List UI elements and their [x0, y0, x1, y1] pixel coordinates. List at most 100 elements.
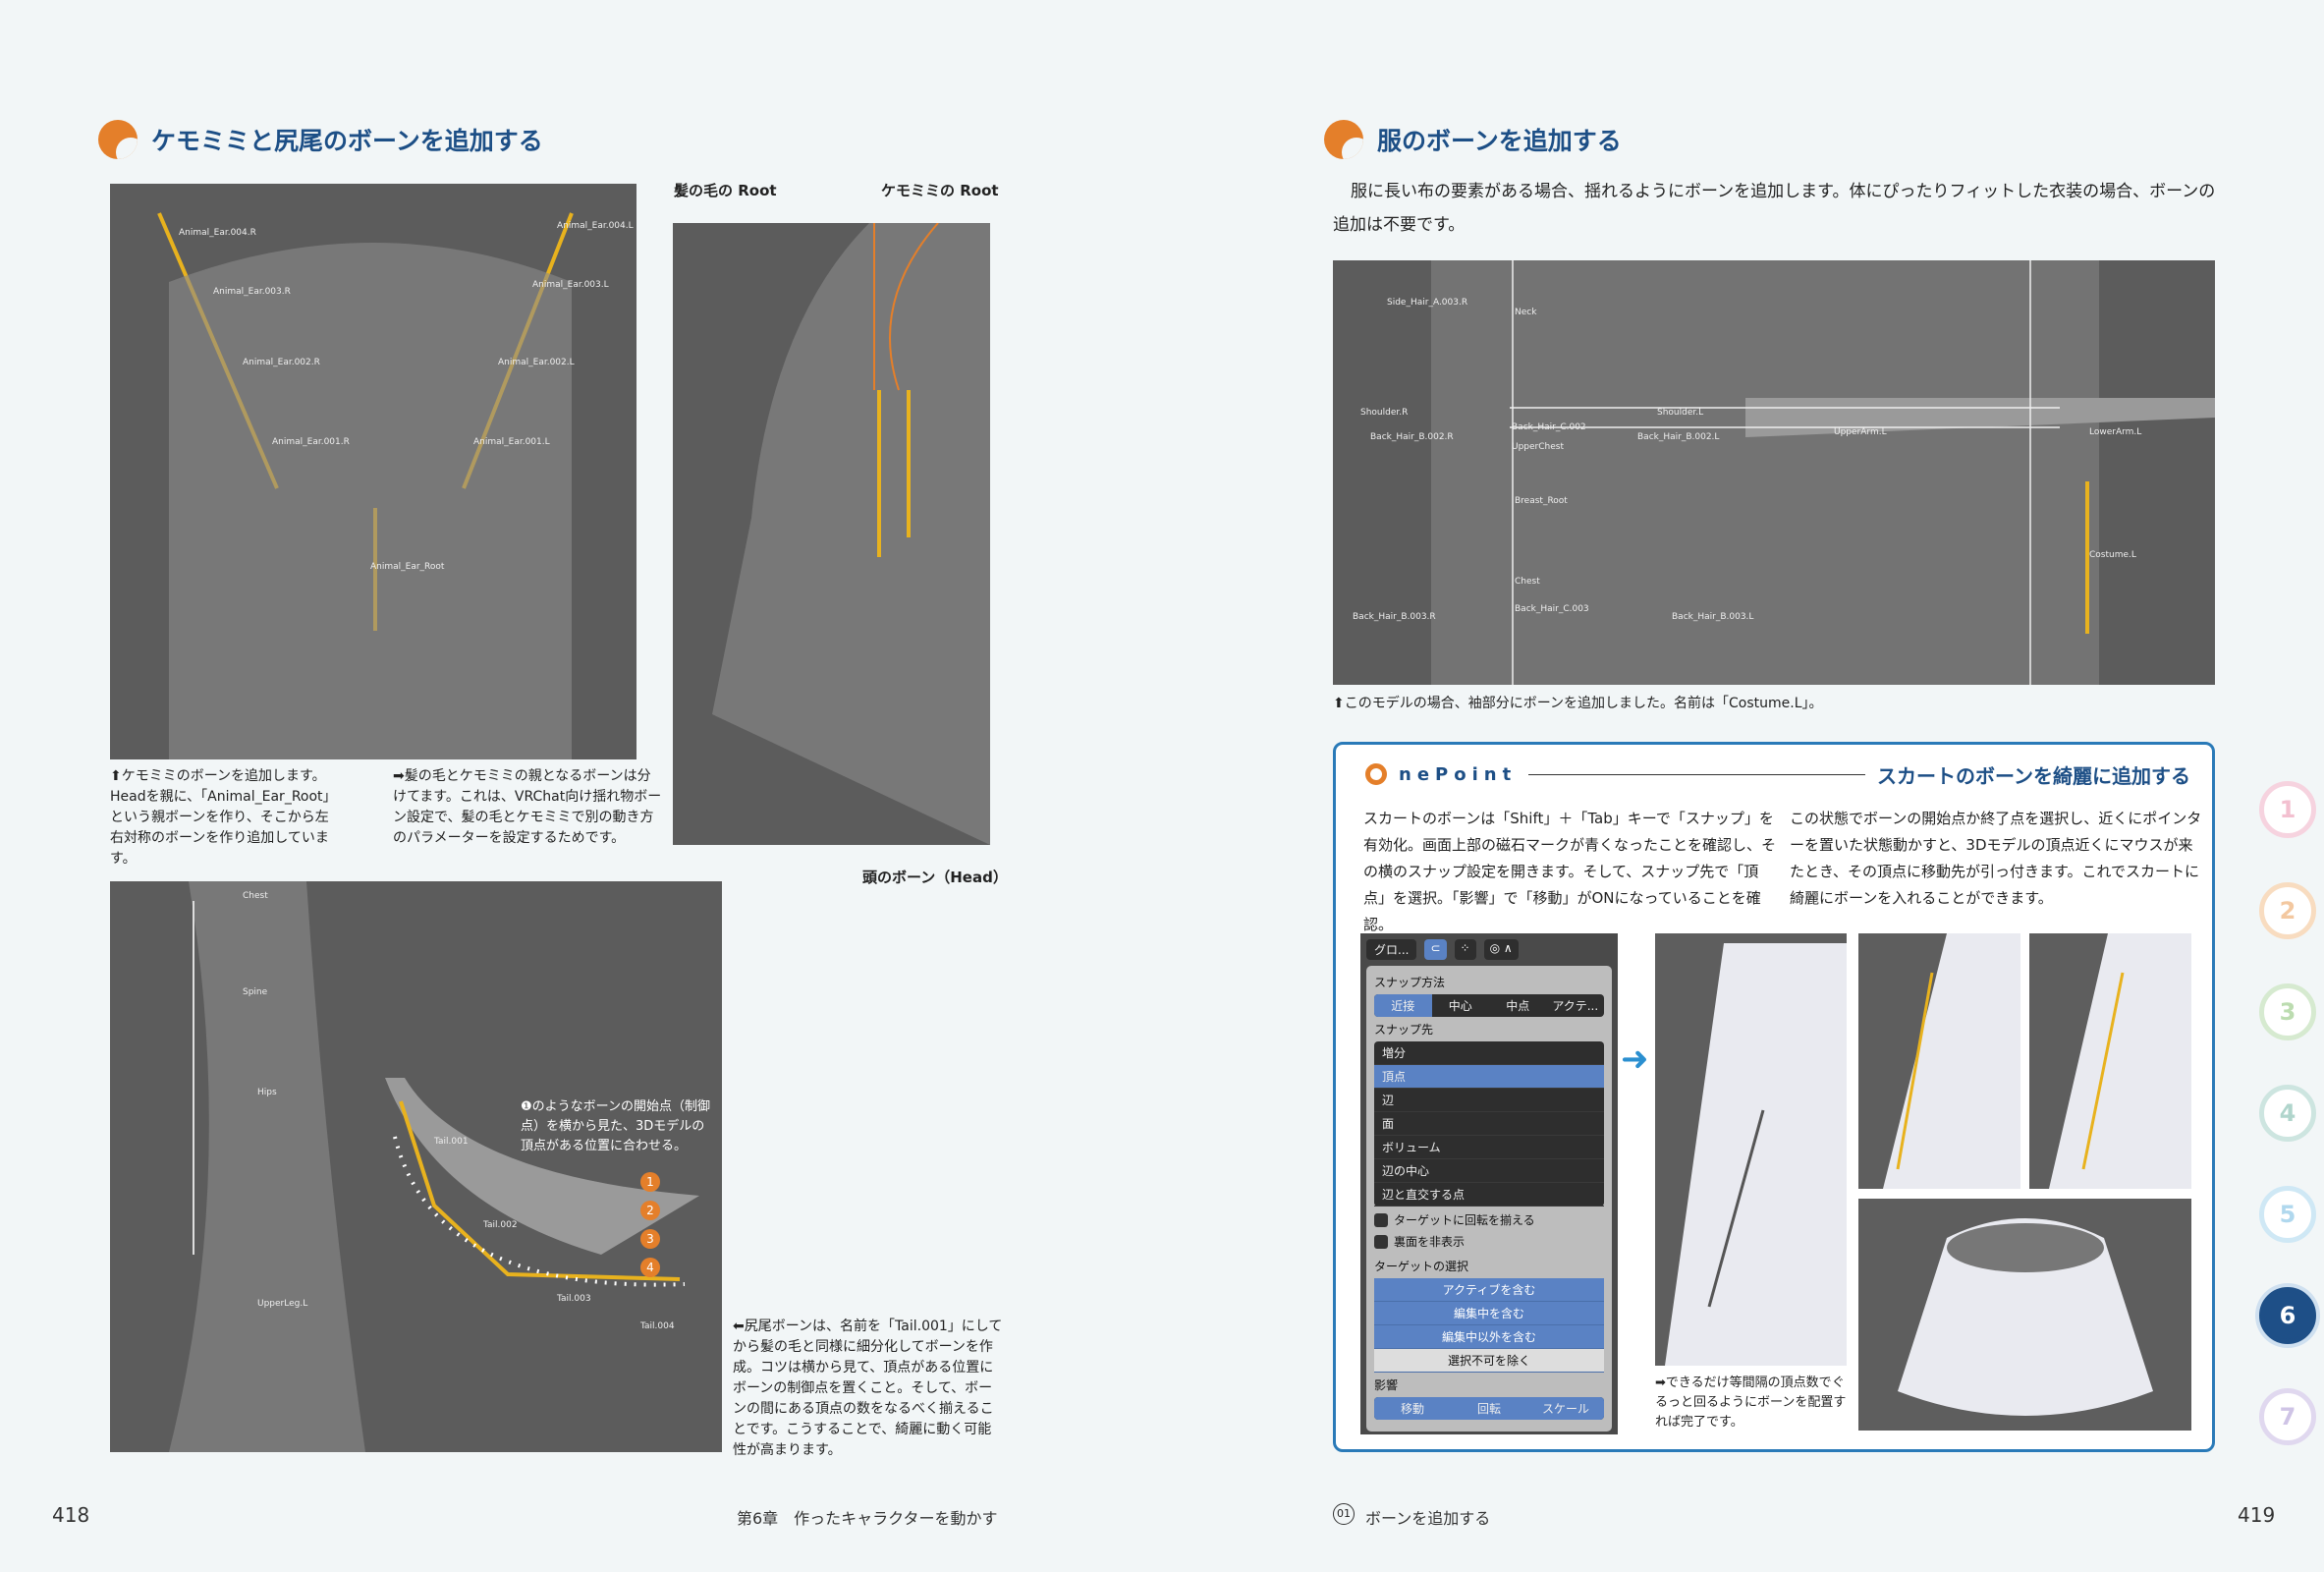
caption-costume: ⬆このモデルの場合、袖部分にボーンを追加しました。名前は「Costume.L」。	[1333, 696, 1823, 711]
label-head-bone: 頭のボーン（Head）	[862, 869, 1008, 886]
side-view-render	[673, 223, 990, 845]
bone-label: Animal_Ear.001.L	[473, 437, 550, 447]
affect-move[interactable]: 移動	[1374, 1397, 1451, 1420]
snap-settings-panel: グロ... ⊂ ⁘ ◎ ∧ スナップ方法 近接 中心 中点 アクテ... スナッ…	[1360, 933, 1618, 1434]
section-heading-right: 服のボーンを追加する	[1324, 120, 1622, 159]
section-icon	[98, 120, 138, 159]
bone-label: Animal_Ear.004.R	[179, 228, 256, 238]
checkbox-label: 裏面を非表示	[1394, 1235, 1466, 1249]
snap-target-dropdown[interactable]: ⁘	[1454, 939, 1476, 960]
target-include-edited[interactable]: 編集中を含む	[1374, 1302, 1604, 1325]
snap-magnet-toggle[interactable]: ⊂	[1424, 939, 1447, 960]
bone-label: Shoulder.L	[1657, 408, 1704, 418]
intro-paragraph: 服に長い布の要素がある場合、揺れるようにボーンを追加します。体にぴったりフィット…	[1333, 182, 2216, 235]
snap-target-edge[interactable]: 辺	[1374, 1089, 1604, 1112]
bone-label: UpperChest	[1512, 442, 1564, 452]
chapter-tab-6-active[interactable]: 6	[2259, 1287, 2316, 1344]
page-number-left: 418	[52, 1503, 90, 1527]
bone-label: Shoulder.R	[1360, 408, 1409, 418]
bone-label: Tail.002	[483, 1220, 518, 1230]
section-icon	[1324, 120, 1363, 159]
heading-text: ケモミミと尻尾のボーンを追加する	[151, 127, 543, 155]
bone-label: Back_Hair_B.002.R	[1370, 432, 1454, 442]
bone-label: Side_Hair_A.003.R	[1387, 298, 1468, 308]
marker-1: 1	[640, 1172, 660, 1192]
snap-target-increment[interactable]: 増分	[1374, 1041, 1604, 1065]
proportional-edit-toggle[interactable]: ◎ ∧	[1483, 939, 1519, 960]
bone-label: Animal_Ear.004.L	[557, 221, 634, 231]
ear-bones-render: Animal_Ear.004.R Animal_Ear.003.R Animal…	[110, 184, 636, 759]
skirt-render-4	[1858, 1199, 2191, 1431]
bone-label: Back_Hair_C.002	[1512, 422, 1586, 432]
bone-label: UpperArm.L	[1834, 427, 1887, 437]
bone-label: Back_Hair_B.002.L	[1637, 432, 1720, 442]
heading-text: 服のボーンを追加する	[1377, 127, 1622, 155]
onepoint-title: スカートのボーンを綺麗に追加する	[1877, 763, 2190, 788]
onepoint-badge: nePoint	[1399, 763, 1518, 785]
target-exclude-nonselectable[interactable]: 選択不可を除く	[1374, 1349, 1604, 1373]
bone-label: Hips	[257, 1088, 277, 1097]
bone-label: Back_Hair_B.003.R	[1353, 612, 1436, 622]
bone-label: Back_Hair_C.003	[1515, 604, 1589, 614]
onepoint-header: nePoint スカートのボーンを綺麗に追加する	[1365, 758, 2190, 790]
marker-2: 2	[640, 1201, 660, 1220]
skirt-render-1	[1655, 933, 1847, 1366]
checkbox-backface-culling[interactable]: 裏面を非表示	[1374, 1233, 1604, 1250]
snap-method-closest[interactable]: 近接	[1374, 994, 1432, 1017]
section-heading-left: ケモミミと尻尾のボーンを追加する	[98, 120, 543, 159]
snap-method-median[interactable]: 中点	[1506, 999, 1530, 1013]
pivot-dropdown[interactable]: グロ...	[1366, 939, 1417, 960]
snap-method-label: スナップ方法	[1374, 976, 1446, 989]
onepoint-text-2: この状態でボーンの開始点か終了点を選択し、近くにポインターを置いた状態動かすと、…	[1790, 810, 2202, 907]
bone-label: LowerArm.L	[2089, 427, 2142, 437]
target-include-active[interactable]: アクティブを含む	[1374, 1278, 1604, 1302]
bone-label: Chest	[243, 891, 268, 901]
onepoint-o-icon	[1365, 763, 1387, 785]
target-include-nonedited[interactable]: 編集中以外を含む	[1374, 1325, 1604, 1349]
snap-target-edge-perpendicular[interactable]: 辺と直交する点	[1374, 1183, 1604, 1207]
snap-target-face[interactable]: 面	[1374, 1112, 1604, 1136]
arrow-right-icon: ➜	[1621, 1039, 1649, 1079]
bone-label: Animal_Ear.003.R	[213, 287, 291, 297]
bone-label: Animal_Ear.002.L	[498, 358, 575, 367]
snap-target-label: スナップ先	[1374, 1023, 1434, 1037]
snap-target-edge-center[interactable]: 辺の中心	[1374, 1159, 1604, 1183]
section-title: ボーンを追加する	[1365, 1509, 1491, 1528]
caption-ear-bones: ⬆ケモミミのボーンを追加します。Headを親に、「Animal_Ear_Root…	[110, 768, 330, 867]
chapter-tab-2[interactable]: 2	[2259, 882, 2316, 939]
chapter-tab-7[interactable]: 7	[2259, 1388, 2316, 1445]
skirt-render-3	[2029, 933, 2191, 1189]
snap-target-volume[interactable]: ボリューム	[1374, 1136, 1604, 1159]
affect-rotate[interactable]: 回転	[1451, 1397, 1527, 1420]
chapter-tab-5[interactable]: 5	[2259, 1186, 2316, 1243]
chapter-tab-1[interactable]: 1	[2259, 781, 2316, 838]
label-ear-root: ケモミミの Root	[881, 182, 999, 199]
snap-target-vertex[interactable]: 頂点	[1374, 1065, 1604, 1089]
marker-3: 3	[640, 1229, 660, 1249]
bone-label: Tail.001	[434, 1137, 469, 1147]
chapter-tab-3[interactable]: 3	[2259, 983, 2316, 1040]
bone-label: Chest	[1515, 577, 1540, 587]
affect-scale[interactable]: スケール	[1527, 1397, 1604, 1420]
snap-method-center[interactable]: 中心	[1448, 999, 1472, 1013]
bone-label: Animal_Ear.002.R	[243, 358, 320, 367]
bone-label: Breast_Root	[1515, 496, 1568, 506]
chapter-tab-4[interactable]: 4	[2259, 1085, 2316, 1142]
bone-label: Tail.003	[557, 1294, 591, 1304]
onepoint-box: nePoint スカートのボーンを綺麗に追加する スカートのボーンは「Shift…	[1333, 742, 2215, 1452]
bone-label: Spine	[243, 987, 268, 997]
checkbox-align-rotation[interactable]: ターゲットに回転を揃える	[1374, 1211, 1604, 1228]
chapter-title: 第6章 作ったキャラクターを動かす	[737, 1509, 998, 1528]
tail-bones-render: Chest Spine Hips UpperLeg.L Tail.001 Tai…	[110, 881, 722, 1452]
marker-4: 4	[640, 1258, 660, 1277]
bone-label: Neck	[1515, 308, 1537, 317]
divider	[1528, 773, 1865, 775]
caption-tail-bones: ⬅尻尾ボーンは、名前を「Tail.001」にしてから髪の毛と同様に細分化してボー…	[733, 1319, 1003, 1458]
label-hair-root: 髪の毛の Root	[674, 182, 777, 199]
bone-label: Animal_Ear.001.R	[272, 437, 350, 447]
snap-method-active[interactable]: アクテ...	[1552, 999, 1599, 1013]
onepoint-text-1: スカートのボーンは「Shift」＋「Tab」キーで「スナップ」を有効化。画面上部…	[1363, 810, 1777, 933]
bone-label: Tail.004	[640, 1321, 675, 1331]
affect-label: 影響	[1374, 1378, 1399, 1392]
skirt-render-2	[1858, 933, 2020, 1189]
